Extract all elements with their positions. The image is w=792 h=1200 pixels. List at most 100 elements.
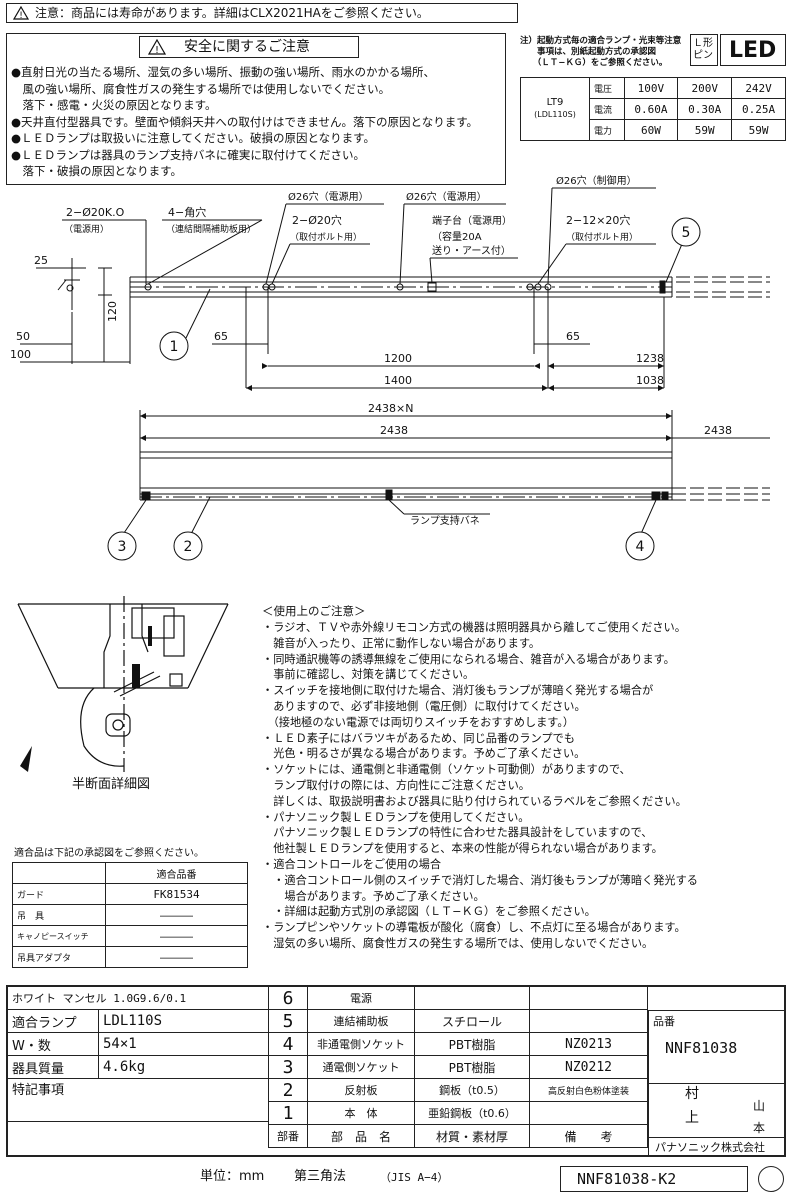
lamp-value: LDL110S [98, 1009, 269, 1033]
svg-text:!: ! [155, 45, 159, 55]
safety-title: 安全に関するご注意 [184, 39, 310, 55]
checker-1: 村 [685, 1086, 699, 1102]
part-name: 電源 [307, 986, 415, 1010]
electrical-table: LT9 (LDL110S) 電圧 100V 200V 242V 電流 0.60A… [520, 77, 786, 141]
usage-line: ・ＬＥＤ素子にはバラツキがあるため、同じ品番のランプでも [262, 731, 575, 745]
usage-line: ・詳細は起動方式別の承認図（ＬＴ−ＫＧ）をご参照ください。 [262, 905, 596, 919]
elec-row-label: 電流 [589, 98, 625, 120]
special-notes-label: 特記事項 [7, 1078, 269, 1122]
callout-4 [625, 531, 655, 561]
weight-label: 器具質量 [7, 1055, 99, 1079]
callout-2-label: 2 [184, 539, 193, 555]
warning-icon: ! [13, 6, 29, 20]
company-name: パナソニック株式会社 [655, 1141, 765, 1154]
usage-line: 雑音が入ったり、正常に動作しない場合があります。 [262, 636, 541, 650]
usage-line: ・スイッチを接地側に取付けた場合、消灯後もランプが薄暗く発光する場合が [262, 684, 654, 698]
elec-value: 0.60A [623, 98, 679, 120]
usage-line: ・適合コントロール側のスイッチで消灯した場合、消灯後もランプが薄暗く発光する [262, 873, 698, 887]
dim-2438xn: 2438×N [368, 402, 413, 415]
safety-lines: ●直射日光の当たる場所、湿気の多い場所、振動の強い場所、雨水のかかる場所、 風の… [11, 64, 478, 180]
callout-2 [173, 531, 203, 561]
safety-box: ! 安全に関するご注意 ●直射日光の当たる場所、湿気の多い場所、振動の強い場所、… [6, 33, 506, 185]
dim-100: 100 [10, 348, 31, 361]
usage-line: ・ラジオ、ＴＶや赤外線リモコン方式の機器は照明器具から離してご使用ください。 [262, 621, 686, 634]
part-name: 非通電側ソケット [307, 1032, 415, 1056]
dim-1400: 1400 [384, 374, 412, 387]
product-label: 品番 [653, 1015, 675, 1028]
header-note: 備 考 [529, 1124, 648, 1148]
part-name: 通電側ソケット [307, 1055, 415, 1079]
elec-value: 0.30A [677, 98, 733, 120]
lamp-label: 適合ランプ [7, 1009, 99, 1033]
part-no: 1 [268, 1101, 308, 1125]
part-name: 連結補助板 [307, 1009, 415, 1033]
part-material: PBT樹脂 [414, 1032, 530, 1056]
dim-1238: 1238 [636, 352, 664, 365]
usage-line: 湿気の多い場所、腐食性ガスの発生する場所では、使用しないでください。 [262, 936, 654, 950]
callout-3-label: 3 [118, 539, 127, 555]
safety-line: ●直射日光の当たる場所、湿気の多い場所、振動の強い場所、雨水のかかる場所、 [11, 65, 436, 79]
wattage-label: W・数 [7, 1032, 99, 1056]
hole-20k-sub: （電源用） [64, 224, 109, 235]
usage-line: ランプ取付けの際には、方向性にご注意ください。 [262, 778, 530, 792]
side-view-drawing: 2438×N 2438 2438 ランプ支持バネ 3 2 4 [107, 402, 770, 561]
compat-header: 適合品番 [105, 862, 248, 884]
hole26b-label: Ø26穴（電源用） [406, 190, 487, 203]
header-name: 部 品 名 [307, 1124, 415, 1148]
hole-20k-label: 2−Ø20K.O [66, 206, 125, 219]
dim-1200: 1200 [384, 352, 412, 365]
dim-2438b: 2438 [704, 424, 732, 437]
header-material: 材質・素材厚 [414, 1124, 530, 1148]
part-material: 鋼板（t0.5） [414, 1078, 530, 1102]
part-material: PBT樹脂 [414, 1055, 530, 1079]
part-no: 3 [268, 1055, 308, 1079]
usage-line: パナソニック製ＬＥＤランプの特性に合わせた器具設計をしていますので、 [262, 826, 653, 840]
warning-icon: ! [148, 39, 166, 55]
checker-2b: 本 [753, 1121, 766, 1135]
usage-line: 場合があります。予めご了承ください。 [262, 889, 485, 903]
elec-value: 242V [731, 77, 786, 99]
color-spec: ホワイト マンセル 1.0G9.6/0.1 [7, 986, 269, 1010]
top-note-text: 注意：商品には寿命があります。詳細はCLX2021HAをご参照ください。 [35, 6, 429, 20]
usage-line: 光色・明るさが異なる場合があります。予めご了承ください。 [262, 747, 586, 761]
safety-title-box: ! 安全に関するご注意 [139, 36, 359, 58]
part-name: 本 体 [307, 1101, 415, 1125]
weight-value: 4.6kg [98, 1055, 269, 1079]
part-note [529, 1009, 648, 1033]
compat-value: FK81534 [105, 883, 248, 905]
compat-title: 適合品は下記の承認図をご参照ください。 [14, 848, 204, 859]
dim-50: 50 [16, 330, 30, 343]
part-note [529, 1101, 648, 1125]
part-no: 6 [268, 986, 308, 1010]
usage-notes: ＜使用上のご注意＞ ・ラジオ、ＴＶや赤外線リモコン方式の機器は照明器具から離して… [262, 604, 698, 952]
pin-type-box: Ｌ形 ピン [690, 34, 718, 66]
plan-view-drawing: 1 5 2−Ø20K.O （電源用） 4−角穴 （連結間隔補助板用） Ø26穴（… [10, 174, 770, 391]
compat-value: ――― [105, 925, 248, 947]
paper-size: （JIS A−4） [380, 1171, 449, 1184]
elec-row-label: 電力 [589, 119, 625, 141]
safety-line: ●ＬＥＤランプは器具のランプ支持バネに確実に取付けてください。 [11, 147, 365, 162]
dim-1038: 1038 [636, 374, 664, 387]
callout-5 [671, 217, 701, 247]
usage-line: ありますので、必ず非接地側（電圧側）に取付けてください。 [262, 699, 586, 713]
dim-120: 120 [106, 301, 119, 322]
revision-circle [758, 1166, 784, 1192]
elec-model-sub: (LDL110S) [534, 110, 576, 119]
safety-line: ●天井直付型器具です。壁面や傾斜天井への取付けはできません。落下の原因となります… [11, 114, 479, 129]
part-no: 5 [268, 1009, 308, 1033]
part-material [414, 986, 530, 1010]
usage-line: 他社製ＬＥＤランプを使用すると、本来の性能が得られない場合があります。 [262, 842, 663, 856]
elec-value: 60W [623, 119, 679, 141]
terminal-sub1: （容量20A [432, 230, 482, 243]
part-note: NZ0213 [529, 1032, 648, 1056]
hole26a-label: Ø26穴（電源用） [288, 190, 369, 203]
checker-2: 上 [685, 1110, 699, 1126]
spring-label: ランプ支持バネ [410, 514, 480, 527]
dim-65a: 65 [214, 330, 228, 343]
lamp-note-line: 注）起動方式毎の適合ランプ・光束等注意 [520, 36, 682, 46]
unit-label: 単位：mm [200, 1169, 265, 1184]
led-logo: LED [729, 38, 777, 63]
elec-value: 59W [677, 119, 733, 141]
